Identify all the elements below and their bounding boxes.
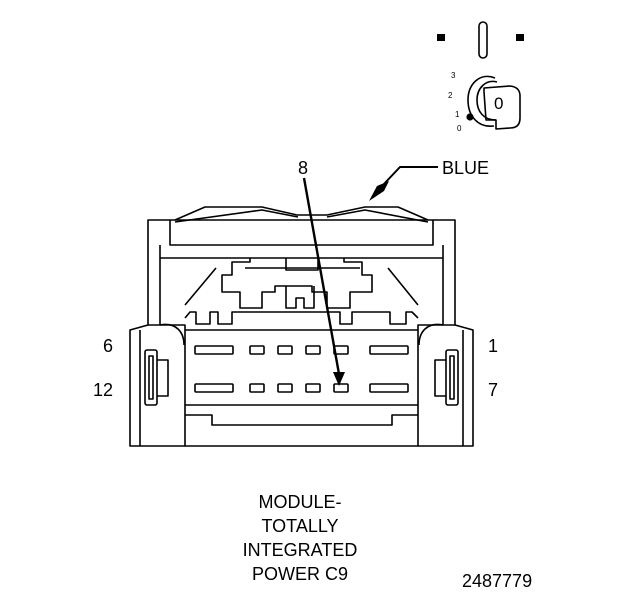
key-position-3: 3 [451,71,456,80]
pin-label-12: 12 [93,380,114,400]
cavity [249,345,265,355]
key-position-0: 0 [457,124,462,133]
color-label-blue: BLUE [442,158,490,178]
pin-label-7: 7 [488,380,499,400]
cavity [369,383,409,393]
pin-label-1: 1 [488,336,499,356]
connector-body [129,206,474,447]
cavity [277,383,293,393]
cavity-pin-8 [333,383,349,393]
key-slot-right-marker [516,34,524,41]
caption-line: MODULE- [258,492,342,512]
pin-label-6: 6 [103,336,114,356]
blue-color-leader [369,166,438,201]
key-slot-left-marker [437,34,445,41]
cavity [249,383,265,393]
cavity [194,383,234,393]
figure-number: 2487779 [462,571,533,591]
caption-line: TOTALLY [261,516,339,536]
key-position-1: 1 [455,110,460,119]
caption-line: POWER C9 [251,564,348,584]
key-orientation-icon [437,21,524,130]
key-slot-center-marker [478,21,488,59]
key-letter: 0 [494,94,504,113]
cavity [305,345,321,355]
cavity-row-top [194,345,409,355]
pin-callout-8: 8 [298,158,309,178]
connector-caption: MODULE- TOTALLY INTEGRATED POWER C9 [210,490,390,586]
cavity [194,345,234,355]
cavity [277,345,293,355]
cavity-row-bottom [194,383,409,393]
lock-cylinder-icon [466,75,521,130]
key-position-2: 2 [448,91,453,100]
key-position-dot [466,113,474,121]
cavity [305,383,321,393]
cavity [369,345,409,355]
caption-line: INTEGRATED [242,540,358,560]
pin-8-leader [302,177,345,386]
